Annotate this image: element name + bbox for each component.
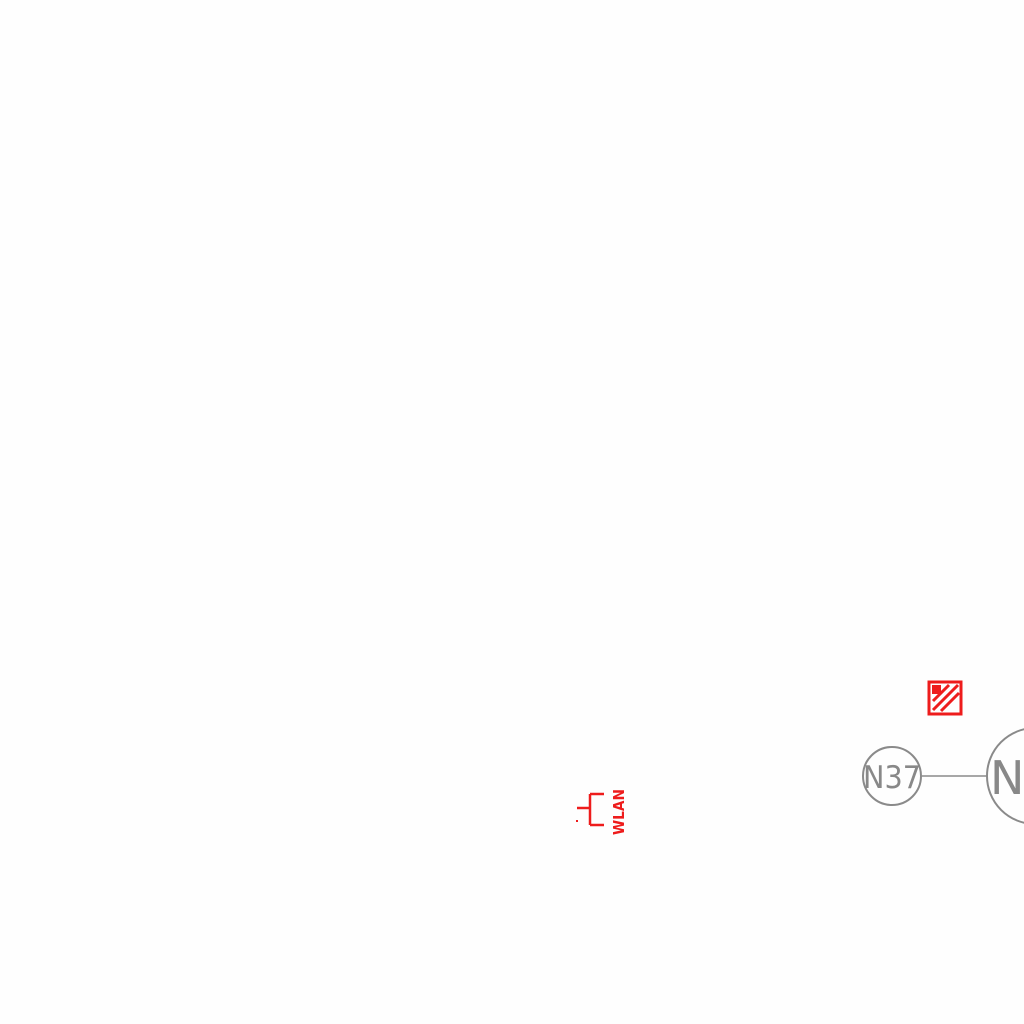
hatched-panel-icon <box>927 680 963 716</box>
wlan-antenna-icon <box>576 792 604 827</box>
node-n37-label: N37 <box>863 760 921 796</box>
node-n37[interactable]: N37 <box>862 746 922 806</box>
node-n37-circle <box>862 746 922 806</box>
node-n3-label: N3 <box>990 751 1024 805</box>
node-n3-circle <box>986 728 1024 824</box>
node-n3[interactable]: N3 <box>986 728 1024 824</box>
wlan-label: WLAN <box>610 789 628 835</box>
